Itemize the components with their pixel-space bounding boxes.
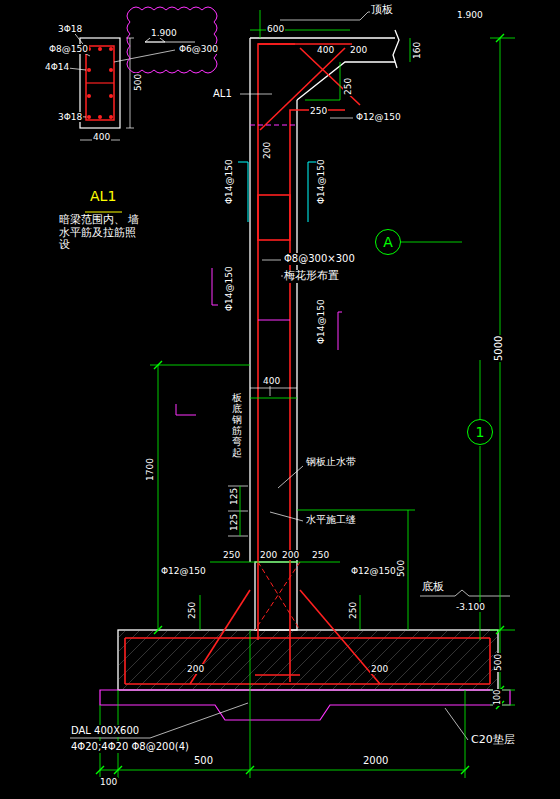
- annotation-label: 400: [92, 132, 111, 142]
- annotation-label: 3Φ18: [57, 24, 83, 34]
- annotation-label: 2000: [362, 755, 389, 767]
- dimension-lines: [100, 10, 515, 778]
- annotation-label: 400: [316, 45, 335, 55]
- dimension-text: 250: [348, 601, 358, 620]
- axis-bubble: 1: [467, 419, 493, 445]
- al1-section: [68, 7, 217, 212]
- annotation-label: Φ12@150: [350, 566, 397, 576]
- annotation-label: 250: [222, 550, 241, 560]
- dimension-text: 200: [262, 141, 272, 160]
- annotation-label: Φ6@300: [178, 44, 219, 54]
- annotation-label: 3Φ18: [57, 112, 83, 122]
- dimension-text: Φ14@150: [316, 298, 326, 345]
- annotation-label: AL1: [89, 188, 117, 204]
- annotation-label: 顶板: [370, 4, 394, 17]
- dimension-text: Φ14@150: [316, 158, 326, 205]
- annotation-label: 钢板止水带: [305, 456, 357, 468]
- axis-label: 1: [476, 424, 485, 440]
- annotation-label: Φ12@150: [355, 112, 402, 122]
- dimension-text: Φ14@150: [224, 158, 234, 205]
- annotation-label: 250: [311, 550, 330, 560]
- annotation-label: -3.100: [455, 602, 486, 612]
- annotation-label: 200: [186, 664, 205, 674]
- annotation-label: 200: [349, 45, 368, 55]
- annotation-label: 底板: [421, 581, 445, 594]
- annotation-label: 暗梁范围内、 墙水平筋及拉筋照设: [58, 214, 142, 252]
- annotation-label: C20垫层: [470, 734, 516, 747]
- dimension-text: 500: [396, 559, 406, 578]
- annotation-label: 200: [281, 550, 300, 560]
- wall-outline: [118, 30, 498, 690]
- axis-label: A: [383, 234, 393, 250]
- annotation-label: 梅花形布置: [283, 270, 340, 283]
- dimension-text: 250: [343, 77, 353, 96]
- dimension-text: 1700: [145, 457, 155, 482]
- axis-bubble: A: [375, 229, 401, 255]
- annotation-label: 250: [309, 106, 328, 116]
- rebar: [125, 44, 490, 684]
- annotation-label: 1.900: [456, 10, 484, 20]
- dimension-text: 500: [493, 653, 503, 672]
- dimension-text: 500: [133, 73, 143, 92]
- dimension-text: 125: [229, 513, 239, 532]
- annotation-label: 600: [266, 24, 285, 34]
- annotation-label: Φ12@150: [160, 566, 207, 576]
- dimension-text: 250: [187, 601, 197, 620]
- annotation-label: AL1: [212, 88, 233, 100]
- annotation-label: Φ8@300×300: [283, 253, 356, 265]
- annotation-label: 100: [99, 777, 118, 787]
- annotation-label: DAL 400X600: [70, 725, 140, 737]
- dimension-text: 125: [229, 487, 239, 506]
- annotation-label: 水平施工缝: [305, 514, 357, 526]
- annotation-label: 板底钢筋弯起: [231, 392, 243, 458]
- annotation-label: Φ8@150: [48, 44, 89, 54]
- annotation-label: 200: [370, 664, 389, 674]
- annotation-label: 500: [193, 755, 214, 767]
- dimension-text: Φ14@150: [224, 265, 234, 312]
- dimension-text: 160: [412, 41, 422, 60]
- annotation-label: 4Φ20;4Φ20 Φ8@200(4): [70, 741, 190, 753]
- annotation-label: 4Φ14: [44, 62, 70, 72]
- annotation-label: 200: [259, 550, 278, 560]
- annotation-label: 400: [262, 376, 281, 386]
- dimension-text: 100: [493, 689, 502, 706]
- annotation-label: 1.900: [150, 28, 178, 38]
- dimension-text: 5000: [493, 335, 505, 362]
